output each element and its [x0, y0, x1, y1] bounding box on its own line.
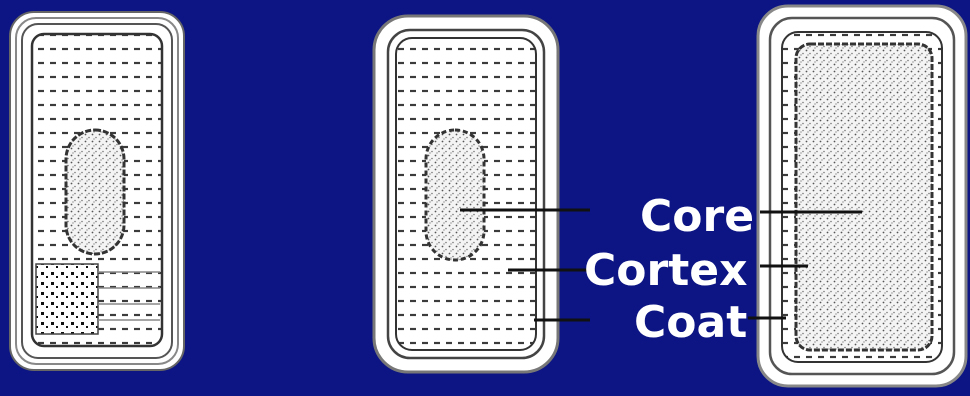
core-label: Core	[640, 195, 754, 239]
cortex-label: Cortex	[584, 249, 747, 293]
coat-label: Coat	[634, 301, 747, 345]
cell-middle	[374, 16, 590, 372]
cell-right	[748, 6, 966, 386]
cell-left	[10, 12, 184, 370]
